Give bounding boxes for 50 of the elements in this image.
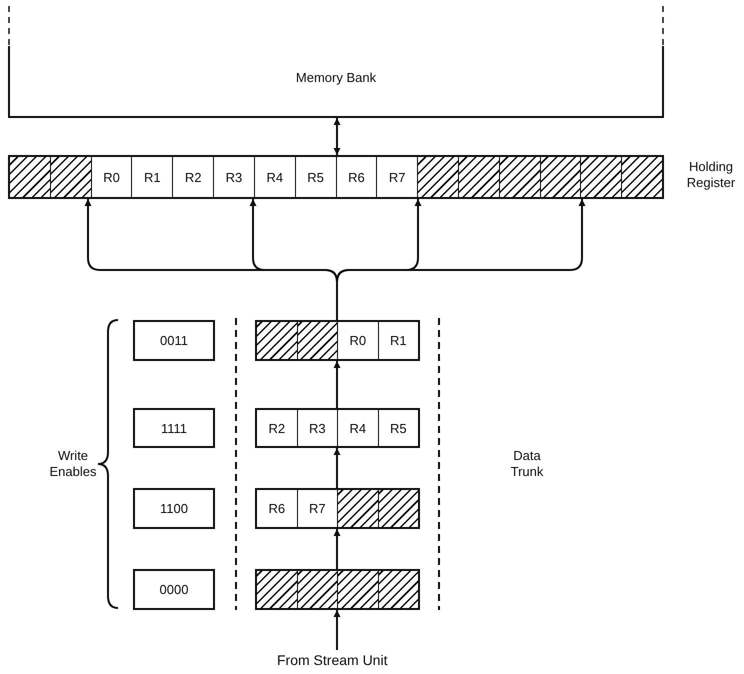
enable-box: 1111: [133, 408, 215, 448]
register-cell: R6: [257, 490, 298, 527]
arrow: [334, 610, 340, 650]
data-word-bar: [255, 569, 420, 610]
hatched-cell: [10, 157, 51, 197]
register-label: Holding Register: [686, 159, 736, 191]
hatched-cell: [581, 157, 622, 197]
side-label: Write Enables: [48, 448, 98, 480]
register-cell: R4: [338, 410, 378, 446]
arrow: [334, 448, 340, 488]
hatched-cell: [338, 571, 378, 608]
enable-box: 0011: [133, 320, 215, 361]
hatched-cell: [257, 571, 298, 608]
register-cell: R6: [336, 157, 378, 197]
hatched-cell: [418, 157, 459, 197]
register-cell: R3: [298, 410, 338, 446]
enable-box: 1100: [133, 488, 215, 529]
memory-bank-label: Memory Bank: [296, 70, 376, 85]
hatched-cell: [298, 571, 338, 608]
data-word-bar: [255, 408, 420, 448]
enable-box: 0000: [133, 569, 215, 610]
register-cell: R2: [257, 410, 298, 446]
arrow: [334, 118, 340, 155]
register-cell: R2: [173, 157, 214, 197]
hatched-cell: [540, 157, 582, 197]
hatched-cell: [458, 157, 500, 197]
hatched-cell: [500, 157, 541, 197]
register-cell: R0: [338, 322, 378, 359]
data-word-bar: [255, 320, 420, 361]
hatched-cell: [257, 322, 298, 359]
hatched-cell: [338, 490, 378, 527]
hatched-cell: [378, 571, 418, 608]
hatched-cell: [622, 157, 662, 197]
register-cell: R4: [254, 157, 296, 197]
source-label: From Stream Unit: [277, 650, 388, 670]
arrow: [336, 199, 586, 320]
hatched-cell: [378, 490, 418, 527]
hatched-cell: [50, 157, 92, 197]
register-cell: R3: [214, 157, 255, 197]
register-cell: R1: [132, 157, 174, 197]
data-word-bar: [255, 488, 420, 529]
register-cell: R5: [378, 410, 418, 446]
hatched-cell: [298, 322, 338, 359]
side-label: Data Trunk: [510, 448, 544, 480]
register-cell: R0: [92, 157, 132, 197]
register-cell: R1: [378, 322, 418, 359]
arrow: [334, 529, 340, 569]
memory-bank: [8, 6, 664, 118]
arrow: [334, 361, 340, 408]
register-cell: R5: [296, 157, 336, 197]
